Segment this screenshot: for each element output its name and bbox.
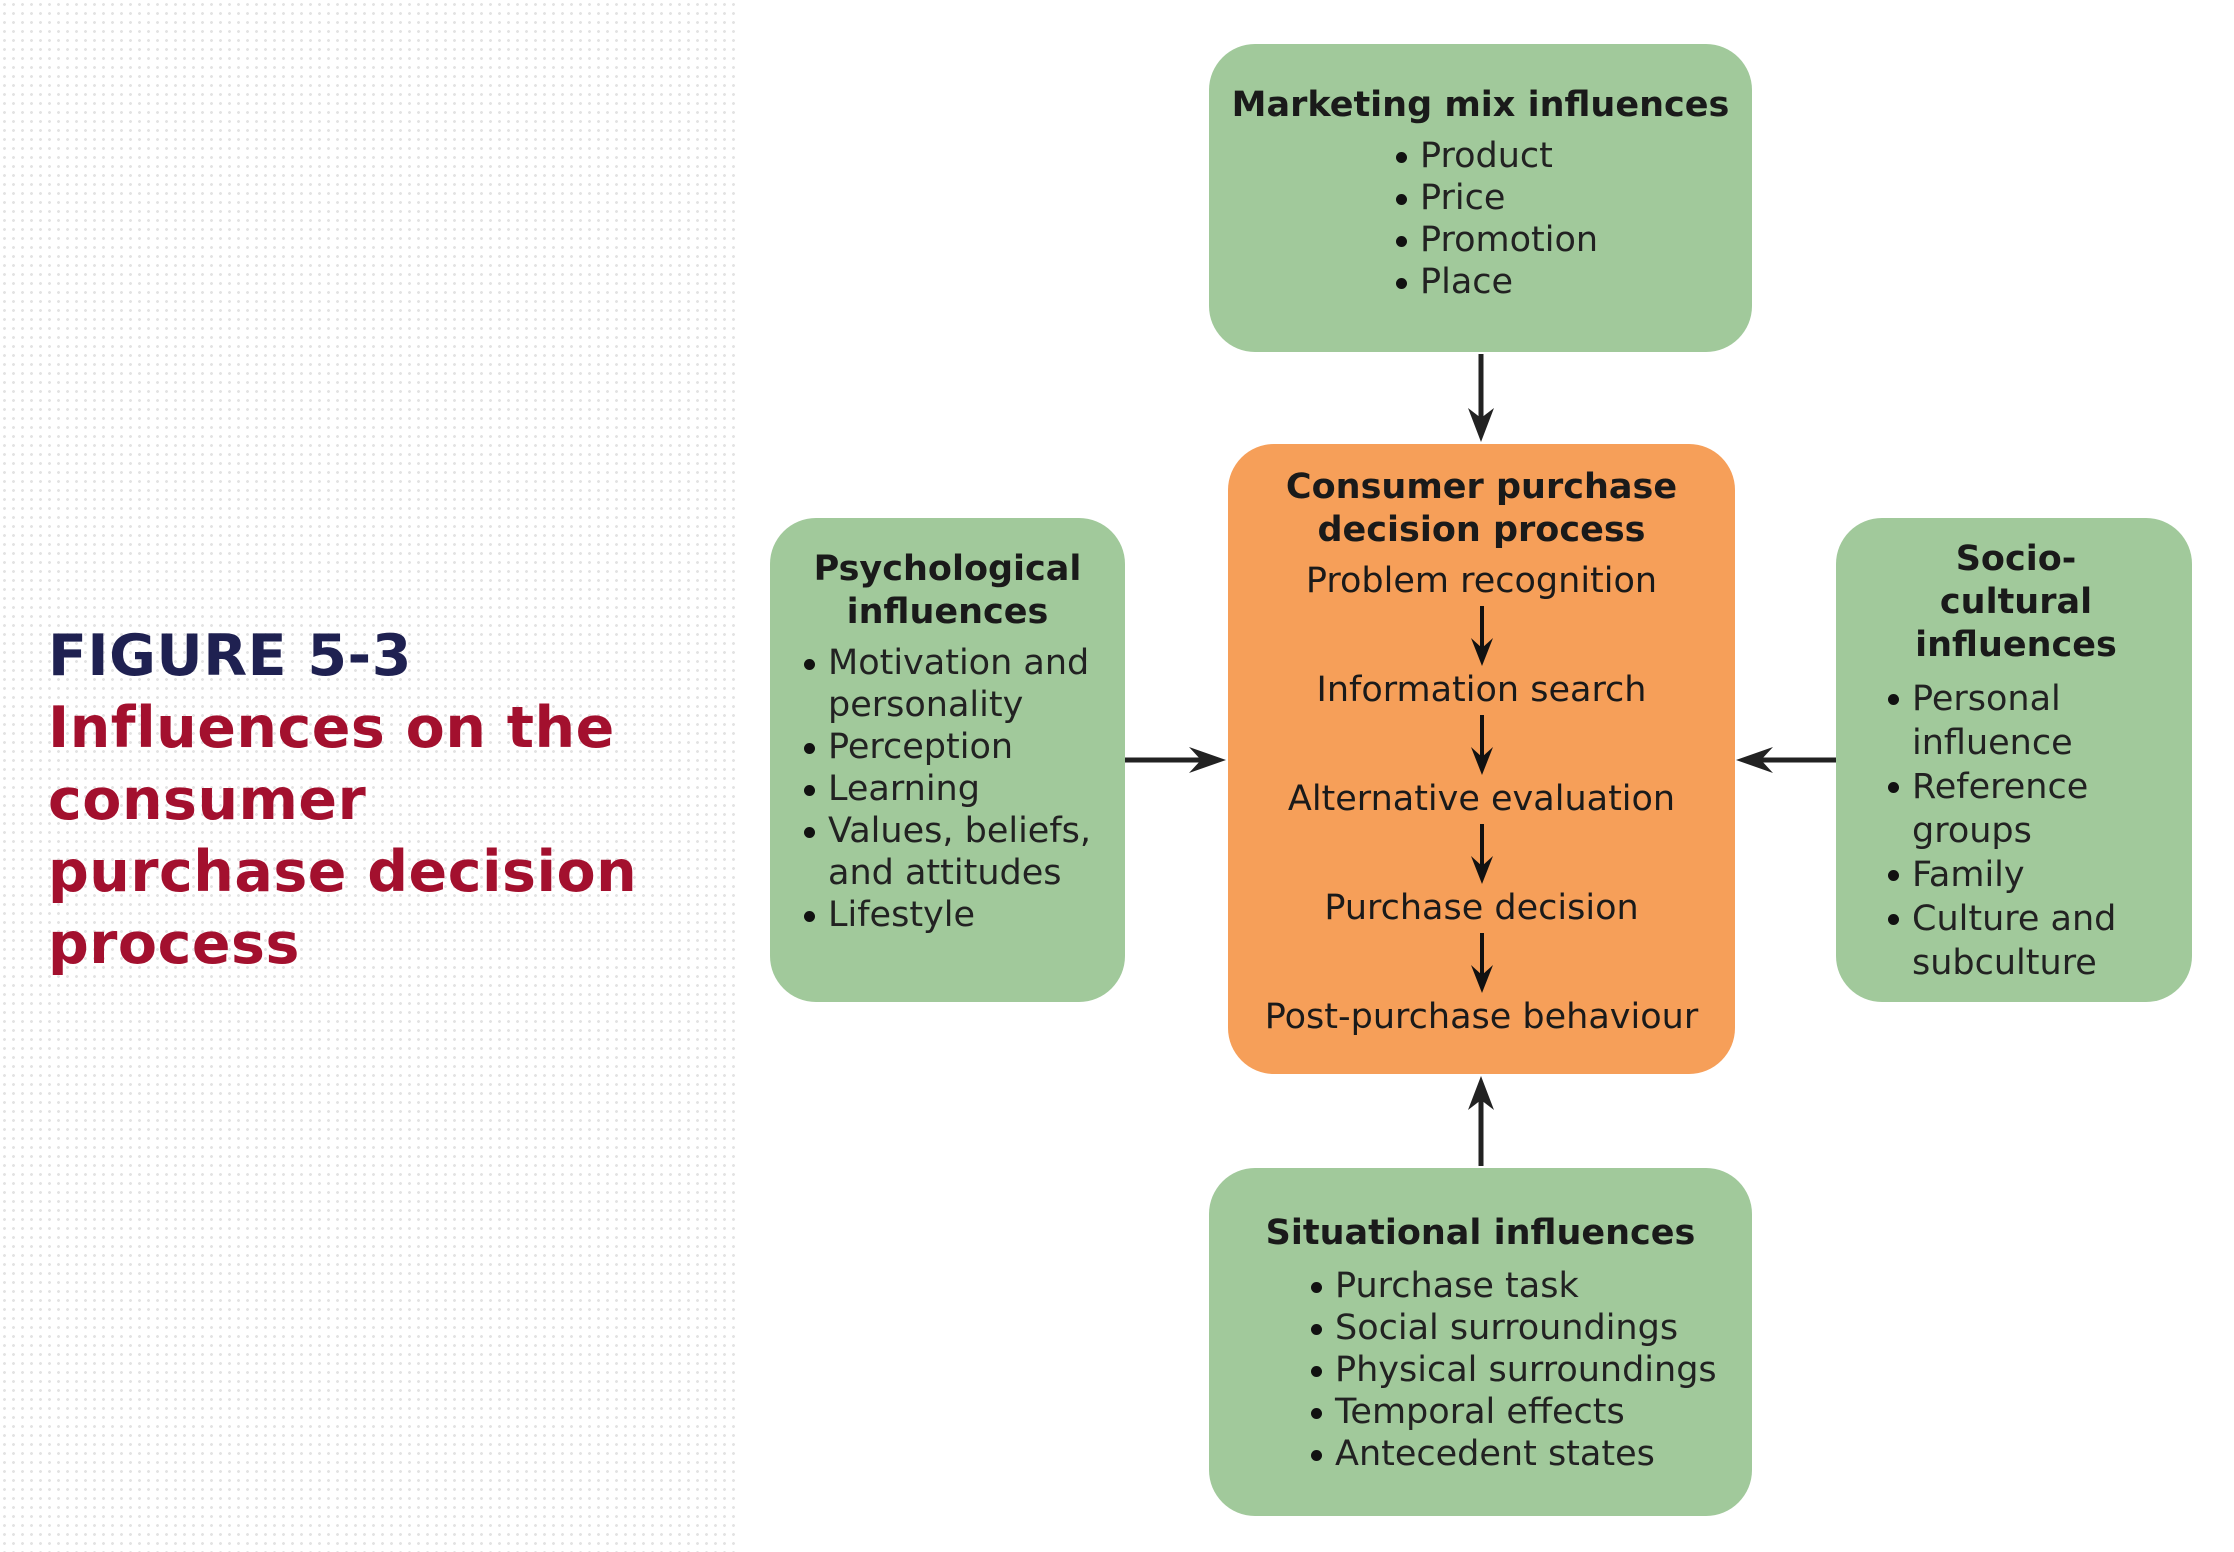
list-item: Values, beliefs, and attitudes <box>800 810 1109 894</box>
process-step: Information search <box>1316 670 1647 710</box>
down-arrow-icon <box>1238 602 1725 669</box>
list-item: Temporal effects <box>1307 1391 1752 1433</box>
marketing-mix-title: Marketing mix influences <box>1231 85 1730 125</box>
list-item: Physical surroundings <box>1307 1349 1752 1391</box>
list-item: Purchase task <box>1307 1265 1752 1307</box>
psychological-box: Psychological influences Motivation and … <box>770 518 1125 1002</box>
process-step: Purchase decision <box>1324 888 1639 928</box>
list-item: Social surroundings <box>1307 1307 1752 1349</box>
figure-number: FIGURE 5-3 <box>48 623 412 689</box>
list-item: Product <box>1392 135 1752 177</box>
down-arrow-icon <box>1238 820 1725 887</box>
decision-process-title: Consumer purchase decision process <box>1285 467 1678 550</box>
situational-box: Situational influences Purchase task Soc… <box>1209 1168 1752 1516</box>
list-item: Reference groups <box>1884 765 2178 853</box>
down-arrow-icon <box>1238 711 1725 778</box>
figure-title: Influences on the consumer purchase deci… <box>48 695 638 977</box>
marketing-mix-box: Marketing mix influences Product Price P… <box>1209 44 1752 352</box>
list-item: Lifestyle <box>800 894 1109 936</box>
list-item: Culture and subculture <box>1884 897 2178 985</box>
list-item: Perception <box>800 726 1109 768</box>
down-arrow-icon <box>1468 354 1494 442</box>
list-item: Family <box>1884 853 2178 897</box>
list-item: Personal influence <box>1884 677 2178 765</box>
figure-caption: FIGURE 5-3 Influences on the consumer pu… <box>48 620 748 980</box>
influences-diagram: Marketing mix influences Product Price P… <box>740 0 2234 1552</box>
list-item: Promotion <box>1392 219 1752 261</box>
marketing-mix-list: Product Price Promotion Place <box>1392 135 1752 303</box>
up-arrow-icon <box>1468 1076 1494 1166</box>
situational-list: Purchase task Social surroundings Physic… <box>1307 1265 1752 1475</box>
psychological-list: Motivation and personality Perception Le… <box>800 642 1109 936</box>
process-step: Post-purchase behaviour <box>1264 997 1699 1037</box>
list-item: Motivation and personality <box>800 642 1109 726</box>
list-item: Learning <box>800 768 1109 810</box>
right-arrow-icon <box>1125 747 1226 773</box>
list-item: Price <box>1392 177 1752 219</box>
situational-title: Situational influences <box>1265 1213 1696 1253</box>
process-step: Problem recognition <box>1305 561 1658 601</box>
down-arrow-icon <box>1238 929 1725 996</box>
list-item: Place <box>1392 261 1752 303</box>
left-arrow-icon <box>1736 747 1836 773</box>
psychological-title: Psychological influences <box>813 549 1082 632</box>
socio-cultural-list: Personal influence Reference groups Fami… <box>1884 677 2178 985</box>
list-item: Antecedent states <box>1307 1433 1752 1475</box>
socio-cultural-box: Socio-cultural influences Personal influ… <box>1836 518 2192 1002</box>
decision-process-box: Consumer purchase decision process Probl… <box>1228 444 1735 1074</box>
process-step: Alternative evaluation <box>1287 779 1676 819</box>
socio-cultural-title: Socio-cultural influences <box>1915 539 2117 665</box>
